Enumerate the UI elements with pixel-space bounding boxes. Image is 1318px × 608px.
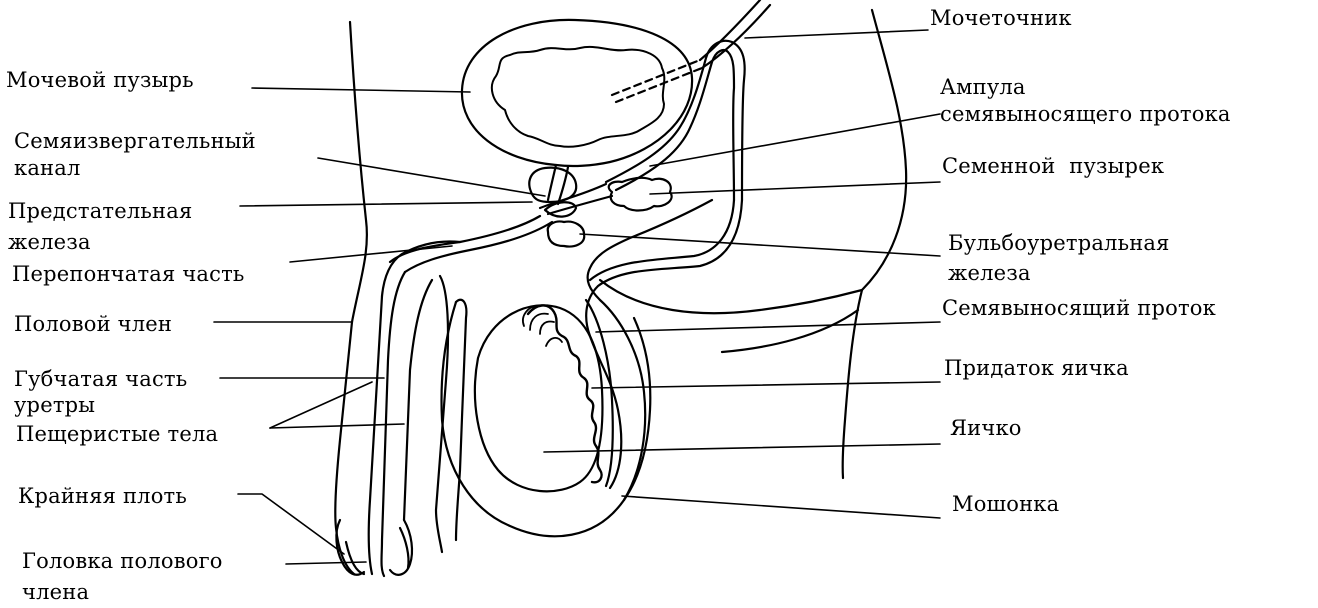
label-testis: Яичко — [950, 416, 1022, 440]
epididymis-coil — [526, 304, 603, 484]
epididymis-head — [522, 305, 563, 347]
penis-shaft-3 — [402, 278, 434, 522]
label-vas: Семявыносящий проток — [942, 296, 1216, 320]
scrotum-outer — [440, 198, 714, 538]
label-ampulla: Ампула семявыносящего протока — [940, 75, 1231, 126]
label-prostate: Предстательная железа — [8, 199, 193, 254]
body-front-contour — [348, 20, 368, 324]
label-scrotum: Мошонка — [952, 492, 1060, 516]
urethra-membranous-1 — [388, 214, 542, 264]
ureter-dashed — [610, 58, 702, 97]
leader-prostate — [239, 201, 533, 207]
glans-right — [388, 518, 414, 576]
foreskin-fold — [398, 526, 410, 570]
testis — [473, 304, 604, 493]
ejaculatory-duct — [538, 182, 608, 210]
vas-descending-2 — [588, 198, 736, 282]
glans-left — [335, 518, 366, 576]
label-bladder: Мочевой пузырь — [6, 68, 194, 92]
perineum-contour — [598, 278, 864, 315]
leader-ureter — [744, 29, 929, 39]
penis-outer-right — [380, 240, 462, 298]
seminal-vesicle — [607, 176, 673, 212]
prostate — [528, 166, 578, 204]
ureter-tube-2 — [700, 3, 772, 70]
leader-testis — [543, 443, 941, 453]
label-ejaculatory: Семяизвергательный канал — [14, 129, 256, 180]
leader-epididymis — [591, 381, 941, 389]
label-epididymis: Придаток яичка — [944, 356, 1129, 380]
vas-loop-inner — [614, 49, 736, 202]
label-cavernous: Пещеристые тела — [16, 422, 219, 446]
leader-bulbo — [579, 233, 941, 257]
leader-cavernous-1 — [269, 381, 373, 429]
leader-lines — [213, 29, 941, 565]
label-glans: Головка полового члена — [22, 549, 223, 604]
penis-shaft-4 — [434, 274, 450, 554]
label-foreskin: Крайняя плоть — [18, 484, 188, 508]
bulbourethral-gland — [546, 220, 586, 248]
leader-ejaculatory — [317, 157, 546, 197]
vas-descending-1 — [585, 198, 744, 490]
label-ureter: Мочеточник — [930, 6, 1072, 30]
body-back-contour — [841, 8, 908, 480]
ejaculatory-duct-2 — [546, 194, 614, 216]
leader-glans — [285, 561, 367, 565]
prostate-lower — [543, 201, 578, 218]
ureter-dashed-2 — [614, 66, 704, 104]
label-bulbo: Бульбоуретральная железа — [948, 231, 1170, 285]
penis-inner-loop — [454, 298, 468, 542]
penis-outer-left — [334, 320, 356, 576]
label-membranous: Перепончатая часть — [12, 262, 245, 286]
label-penis: Половой член — [14, 312, 173, 336]
leader-membranous — [289, 245, 453, 263]
tunica-line — [584, 298, 614, 488]
bladder-inner — [490, 45, 666, 148]
ureter-tube — [698, 0, 762, 62]
leader-vesicle — [649, 181, 941, 195]
bladder-outer — [460, 18, 694, 168]
urethra-neck-left — [546, 163, 558, 202]
label-spongy: Губчатая часть уретры — [14, 367, 188, 417]
urethra-membranous-2 — [403, 220, 554, 274]
buttock-contour — [720, 308, 860, 354]
vas-loop-outer — [604, 39, 746, 202]
penis-shaft-1 — [367, 294, 384, 576]
leader-ampulla — [649, 113, 941, 167]
leader-cavernous-2 — [269, 423, 405, 429]
label-vesicle: Семенной пузырек — [942, 154, 1165, 178]
leader-vas — [595, 321, 941, 333]
leader-scrotum — [621, 495, 941, 519]
penis-shaft-2 — [380, 270, 407, 578]
leader-bladder — [251, 87, 471, 93]
leader-foreskin — [237, 493, 345, 555]
scrotum-back — [622, 316, 652, 502]
glans-cap — [344, 540, 366, 576]
